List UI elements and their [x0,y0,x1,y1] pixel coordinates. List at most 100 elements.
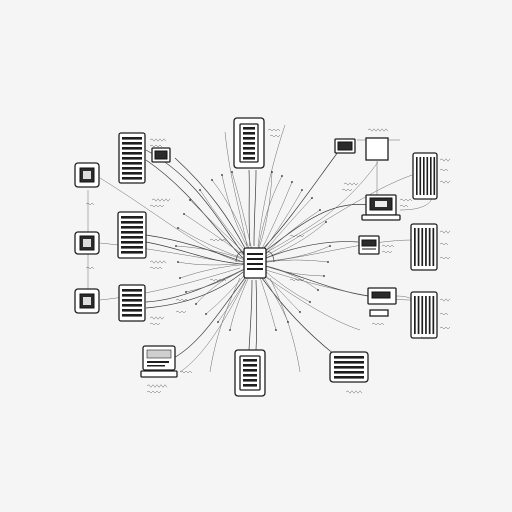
rack-slot [432,296,435,334]
bundle-wire [260,221,327,260]
rack-slot [122,147,142,150]
wire-terminal-dot [327,261,329,263]
annotation-scribble [85,202,95,206]
wire-terminal-dot [185,291,187,293]
rack-slot [121,216,143,219]
left-rack-mid[interactable] [117,211,147,259]
rack-slot [121,231,143,234]
monitor-screen [154,150,168,160]
wire-terminal-dot [177,261,179,263]
annotation-scribble [371,322,385,326]
chip-die-inner [83,239,91,247]
right-rack-bottom[interactable] [410,291,438,339]
annotation-scribble [439,326,451,330]
connection-wires [87,124,433,373]
annotation-scribble [149,266,163,270]
wire-terminal-dot [199,189,201,191]
left-chip-mid[interactable] [74,231,100,255]
rack-slots [121,216,143,254]
rack-slot [334,366,364,369]
rack-slot [426,157,429,195]
wire-right-rack-top [265,174,413,257]
wire-terminal-dot [229,329,231,331]
wire-terminal-dot [319,209,321,211]
printer-slot [361,239,377,247]
bundle-wire [179,263,250,279]
rack-slot [243,142,255,145]
chip-die-inner [83,171,91,179]
rack-slot [243,127,255,130]
annotation-scribble [289,234,305,238]
device-slots [122,289,142,317]
rack-slot [122,314,142,317]
left-chip-bottom[interactable] [74,288,100,314]
wire-laptop-rack [399,197,433,211]
rack-slot [334,376,364,379]
wire-left-device-a [145,269,244,303]
annotation-scribble [367,128,389,132]
wire-terminal-dot [301,189,303,191]
rack-slot [421,228,424,266]
rack-slot [334,361,364,364]
hub-loop-right [265,251,275,263]
left-rack-top[interactable] [118,132,146,184]
left-device-low[interactable] [118,284,146,322]
top-monitor[interactable] [151,147,171,163]
rack-slot [121,236,143,239]
annotation-scribble [439,256,451,260]
right-rack-mid[interactable] [410,223,438,271]
annotation-scribble [439,230,451,234]
annotation-scribble [439,312,449,316]
annotation-scribble [175,310,187,314]
wire-right-laptop [263,204,369,253]
hub-slat [247,258,263,260]
server-slots [243,127,255,160]
bundle-wire [231,171,254,256]
wire-left-terminal [169,277,246,361]
terminal-keys [147,365,165,367]
annotation-scribble [209,238,227,242]
laptop-display-inner [375,201,387,207]
top-server[interactable] [233,117,265,169]
wire-left-rack-top-a [145,159,244,259]
bottom-stack[interactable] [329,351,369,383]
chip-die-inner [83,297,91,305]
wire-top-right-box [263,161,379,255]
rack-slot [334,371,364,374]
rack-slots [416,157,436,195]
bundle-wire [256,175,283,257]
rack-slot [122,152,142,155]
rack-slot [428,296,431,334]
rack-slot [121,246,143,249]
right-rack-top[interactable] [412,152,438,200]
annotation-scribble [85,266,95,270]
right-scanner[interactable] [367,287,397,317]
central-processor[interactable] [235,247,275,279]
wire-terminal-dot [317,289,319,291]
annotation-scribble [267,128,281,132]
wire-terminal-dot [189,199,191,201]
rack-slot [243,384,257,387]
right-printer[interactable] [358,235,380,255]
hub-slat [247,253,263,255]
wire-terminal-dot [287,321,289,323]
wire-terminal-dot [183,213,185,215]
wire-right-scanner [265,265,369,297]
bundle-wire [259,264,319,291]
wire-bottom-drive-b [255,279,258,351]
bundle-wire [260,259,329,264]
top-right-box[interactable] [365,137,389,195]
laptop-base [361,214,401,221]
rack-slot [121,221,143,224]
right-laptop[interactable] [361,194,401,221]
left-terminal[interactable] [140,345,178,378]
top-right-monitor[interactable] [334,138,400,154]
wire-bottom-left-drop [209,277,241,373]
wire-top-server-b [253,169,257,247]
rack-slot [421,296,424,334]
bottom-drive[interactable] [234,349,266,397]
rack-slot [425,228,427,266]
wire-right-rack-bottom [265,269,413,301]
left-chip-top[interactable] [74,162,100,188]
terminal-base [140,370,178,378]
